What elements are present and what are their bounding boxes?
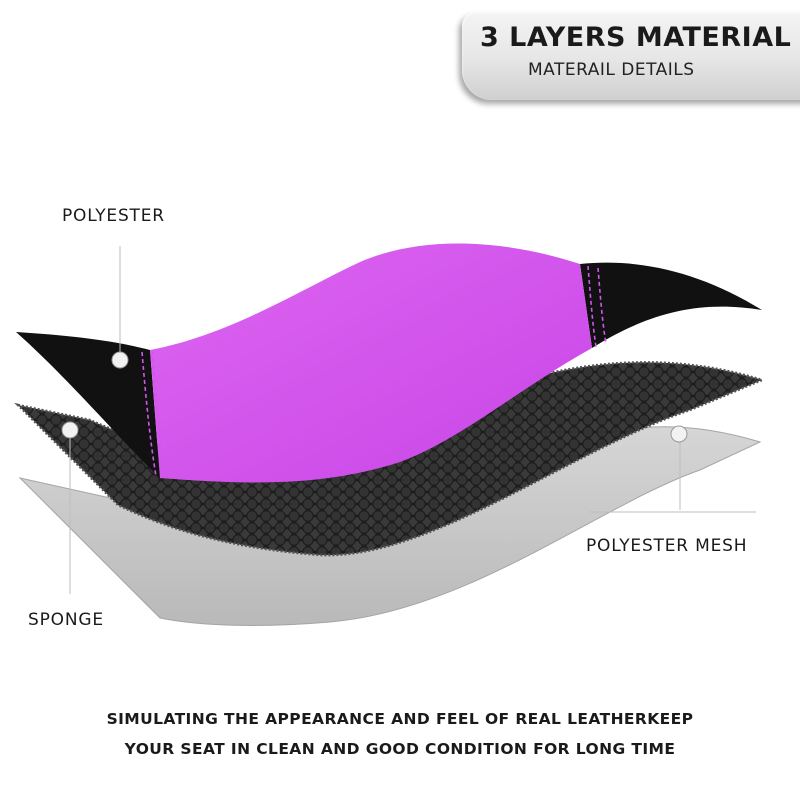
stitch-line-left bbox=[141, 351, 157, 477]
caption-line-2: YOUR SEAT IN CLEAN AND GOOD CONDITION FO… bbox=[124, 740, 676, 758]
callout-dot-polyester bbox=[111, 351, 129, 369]
title-badge: 3 LAYERS MATERIAL MATERAIL DETAILS bbox=[462, 12, 800, 100]
stitch-line-right bbox=[587, 265, 597, 348]
stitch-line-left-2 bbox=[151, 350, 167, 478]
subtitle: MATERAIL DETAILS bbox=[528, 60, 695, 80]
label-sponge: SPONGE bbox=[28, 610, 104, 630]
caption-line-1: SIMULATING THE APPEARANCE AND FEEL OF RE… bbox=[106, 710, 694, 728]
top-layer-side-left bbox=[16, 332, 160, 478]
callout-dot-sponge bbox=[61, 421, 79, 439]
stitch-line-right-2 bbox=[597, 267, 607, 345]
label-polyester: POLYESTER bbox=[62, 206, 165, 226]
callout-dot-mesh bbox=[670, 425, 688, 443]
title: 3 LAYERS MATERIAL bbox=[480, 22, 792, 53]
top-layer-side-right bbox=[580, 262, 762, 348]
top-layer-leather bbox=[150, 243, 592, 483]
label-polyester-mesh: POLYESTER MESH bbox=[586, 536, 748, 556]
